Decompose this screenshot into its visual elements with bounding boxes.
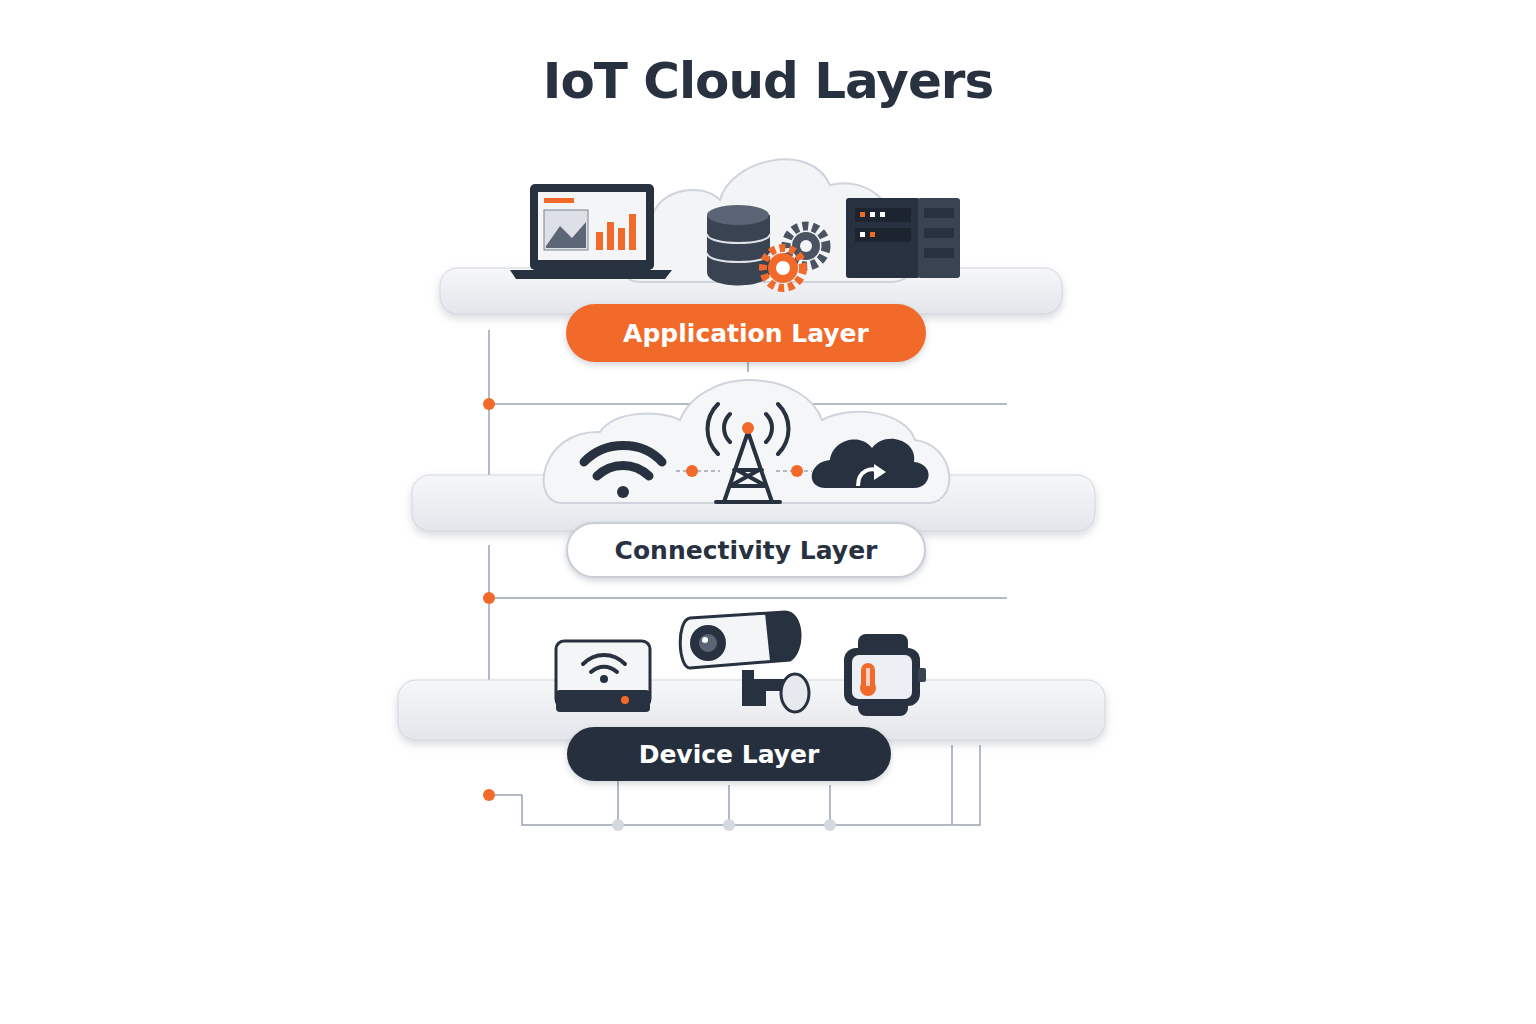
network-cloud xyxy=(544,380,950,503)
platform-slabs xyxy=(398,268,1105,740)
connectivity-layer-pill: Connectivity Layer xyxy=(566,522,926,578)
smartwatch-icon xyxy=(844,634,926,716)
device-layer-pill: Device Layer xyxy=(567,727,891,781)
cloud-sync-icon xyxy=(812,439,929,488)
radio-tower-icon xyxy=(708,404,789,502)
diagram-title: IoT Cloud Layers xyxy=(0,52,1536,110)
laptop-icon xyxy=(510,184,672,279)
layer-label: Connectivity Layer xyxy=(615,536,878,565)
wifi-icon xyxy=(584,446,662,499)
router-icon xyxy=(556,641,650,712)
database-icon xyxy=(707,205,770,286)
application-layer-pill: Application Layer xyxy=(566,304,926,362)
layer-label: Application Layer xyxy=(623,319,869,348)
rail-lines xyxy=(489,330,1007,825)
gear-icons xyxy=(763,226,826,288)
server-rack-icon xyxy=(846,198,960,278)
security-camera-icon xyxy=(680,612,809,712)
layer-label: Device Layer xyxy=(639,740,820,769)
